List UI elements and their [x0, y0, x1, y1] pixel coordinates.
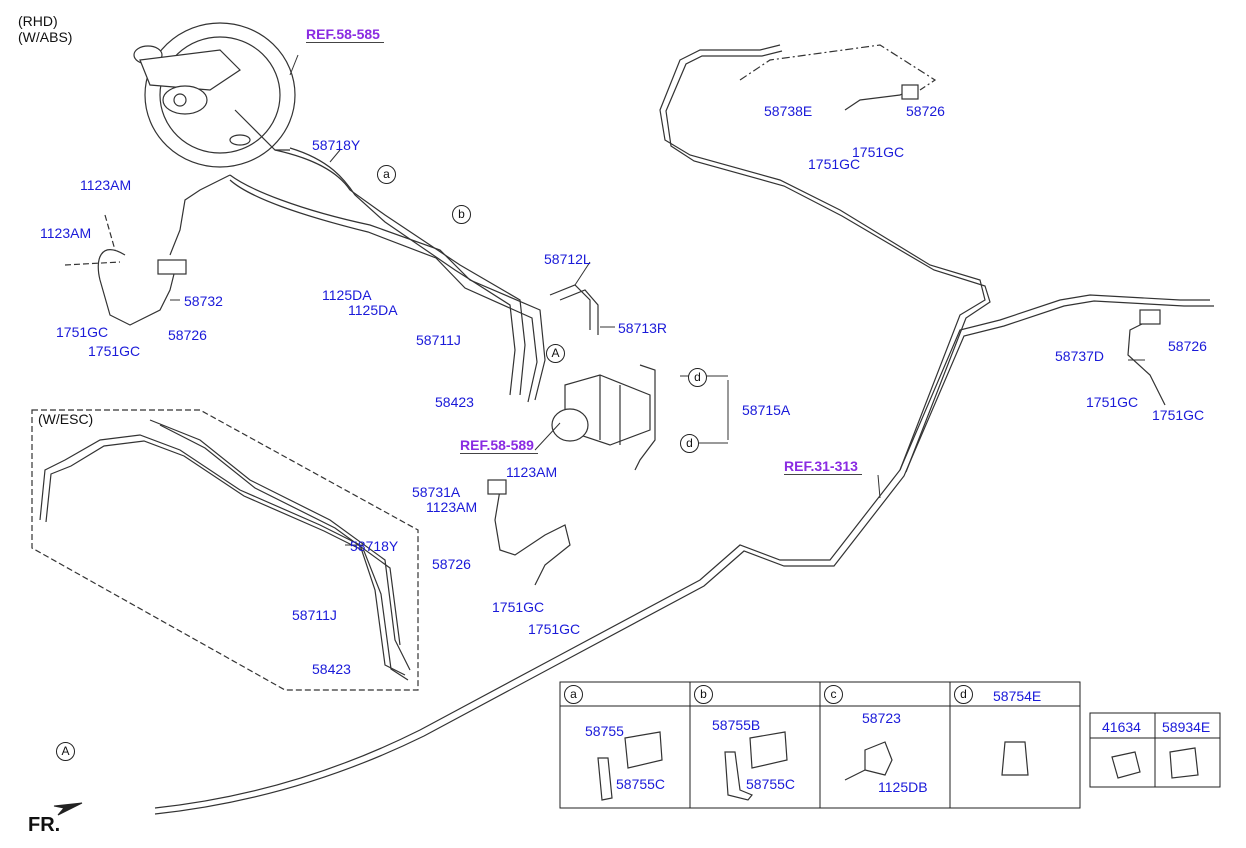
part-label-41634[interactable]: 41634 — [1102, 719, 1141, 735]
part-label-58711J[interactable]: 58711J — [416, 332, 461, 348]
part-label-1751GC[interactable]: 1751GC — [88, 343, 141, 359]
abs-note: (W/ABS) — [18, 29, 73, 45]
table-d-title[interactable]: 58754E — [993, 688, 1042, 704]
rhd-note: (RHD) — [18, 13, 58, 29]
underbody-brake-line — [154, 44, 1214, 815]
part-label-1751GC[interactable]: 1751GC — [492, 599, 545, 615]
bracket-58755-sketch — [597, 757, 613, 801]
part-label-58713R[interactable]: 58713R — [618, 320, 668, 336]
bracket-58755B-sketch — [724, 751, 753, 801]
part-label-1751GC[interactable]: 1751GC — [852, 144, 905, 160]
rear-right-hose-drawing — [739, 44, 937, 111]
ref-booster-link[interactable]: REF.58-585 — [306, 27, 384, 43]
esc-box-frame — [31, 409, 419, 691]
part-label-1123AM[interactable]: 1123AM — [506, 464, 558, 480]
part-label-58711J[interactable]: 58711J — [292, 607, 337, 623]
callout-d: d — [688, 368, 707, 387]
part-label-1751GC[interactable]: 1751GC — [56, 324, 109, 340]
hecu-module-drawing — [549, 284, 656, 471]
part-label-58726[interactable]: 58726 — [168, 327, 207, 343]
fitting-58754E-sketch — [1001, 741, 1029, 776]
part-label-58732[interactable]: 58732 — [184, 293, 223, 309]
clip-58934E-sketch — [1169, 747, 1199, 779]
part-label-58423[interactable]: 58423 — [312, 661, 351, 677]
part-label-1751GC[interactable]: 1751GC — [1152, 407, 1205, 423]
part-label-58755B[interactable]: 58755B — [712, 717, 761, 733]
part-label-58755C[interactable]: 58755C — [746, 776, 796, 792]
front-arrow-icon — [53, 802, 83, 816]
part-label-1125DB[interactable]: 1125DB — [878, 779, 928, 795]
part-label-58738E[interactable]: 58738E — [764, 103, 813, 119]
callout-d: d — [680, 434, 699, 453]
part-label-58934E[interactable]: 58934E — [1162, 719, 1211, 735]
rear-hose-under-hecu-drawing — [487, 479, 571, 586]
table-part-sketches — [597, 731, 1199, 801]
table-key-a: a — [564, 685, 583, 704]
part-label-58755C[interactable]: 58755C — [616, 776, 666, 792]
bracket-58723-sketch — [864, 741, 893, 776]
part-label-1123AM[interactable]: 1123AM — [80, 177, 132, 193]
brake-lines-main — [169, 147, 546, 403]
table-key-c: c — [824, 685, 843, 704]
callout-a: a — [377, 165, 396, 184]
part-label-1751GC[interactable]: 1751GC — [528, 621, 581, 637]
bolt-1125DB-sketch — [844, 769, 866, 781]
esc-note: (W/ESC) — [38, 411, 94, 427]
callout-A: A — [56, 742, 75, 761]
brake-booster-drawing — [133, 22, 296, 168]
clip-58755B-sketch — [749, 731, 788, 769]
clip-58755-sketch — [624, 731, 663, 769]
part-label-58726[interactable]: 58726 — [432, 556, 471, 572]
esc-brake-lines — [39, 419, 411, 681]
part-label-58718Y[interactable]: 58718Y — [312, 137, 361, 153]
part-label-58731A[interactable]: 58731A — [412, 484, 461, 500]
part-label-58423[interactable]: 58423 — [435, 394, 474, 410]
part-label-1123AM[interactable]: 1123AM — [426, 499, 478, 515]
part-label-1125DA[interactable]: 1125DA — [348, 302, 398, 318]
part-label-58723[interactable]: 58723 — [862, 710, 901, 726]
part-label-58737D[interactable]: 58737D — [1055, 348, 1105, 364]
part-label-1751GC[interactable]: 1751GC — [808, 156, 861, 172]
part-label-58712L[interactable]: 58712L — [544, 251, 591, 267]
part-label-58726[interactable]: 58726 — [906, 103, 945, 119]
part-label-58718Y[interactable]: 58718Y — [350, 538, 399, 554]
ref-hecu-link[interactable]: REF.58-589 — [460, 438, 538, 454]
part-label-58726[interactable]: 58726 — [1168, 338, 1207, 354]
table-key-d: d — [954, 685, 973, 704]
leader-lines — [170, 54, 1145, 546]
callout-b: b — [452, 205, 471, 224]
table-key-b: b — [694, 685, 713, 704]
part-label-1751GC[interactable]: 1751GC — [1086, 394, 1139, 410]
rear-left-hose-drawing — [1127, 309, 1166, 406]
front-direction-label: FR. — [28, 814, 61, 836]
part-label-58715A[interactable]: 58715A — [742, 402, 791, 418]
ref-fuel-link[interactable]: REF.31-313 — [784, 459, 862, 475]
clip-41634-sketch — [1111, 751, 1141, 779]
part-label-1123AM[interactable]: 1123AM — [40, 225, 92, 241]
parts-table-grid — [559, 681, 1221, 809]
callout-A: A — [546, 344, 565, 363]
front-left-hose-drawing — [64, 214, 187, 326]
part-label-1125DA[interactable]: 1125DA — [322, 287, 372, 303]
part-label-58755[interactable]: 58755 — [585, 723, 624, 739]
